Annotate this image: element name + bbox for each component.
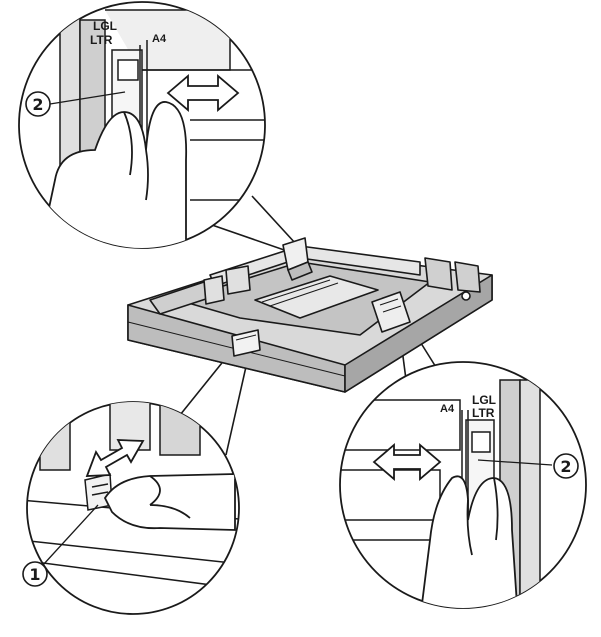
magnified-view-top-left: LGL LTR A4 2 [18, 1, 266, 249]
finger-icon [103, 473, 236, 531]
svg-text:2: 2 [32, 95, 43, 114]
double-arrow-icon [372, 443, 442, 481]
size-label-a4: A4 [152, 33, 167, 45]
magnified-view-bottom-left: 1 [22, 401, 240, 615]
callout-guide-bottom [553, 453, 579, 479]
side-guide-right [371, 291, 411, 333]
size-label-lgl: LGL [472, 393, 496, 407]
finger-icon [418, 475, 519, 608]
double-arrow-icon [85, 439, 145, 477]
double-arrow-icon [166, 74, 240, 112]
paper-tray [127, 237, 493, 393]
size-label-ltr: LTR [472, 406, 495, 420]
svg-text:1: 1 [29, 565, 40, 584]
front-lever [231, 329, 261, 357]
magnified-view-bottom-right: A4 LGL LTR 2 [339, 361, 587, 609]
size-label-lgl: LGL [93, 19, 117, 33]
callout-guide-top [25, 91, 51, 117]
tray-right-wall [344, 274, 493, 393]
svg-text:2: 2 [560, 457, 571, 476]
callout-lever [22, 561, 48, 587]
sliding-plate [254, 275, 379, 319]
finger-icon [38, 101, 188, 248]
size-label-a4: A4 [440, 403, 455, 415]
size-label-ltr: LTR [90, 33, 113, 47]
